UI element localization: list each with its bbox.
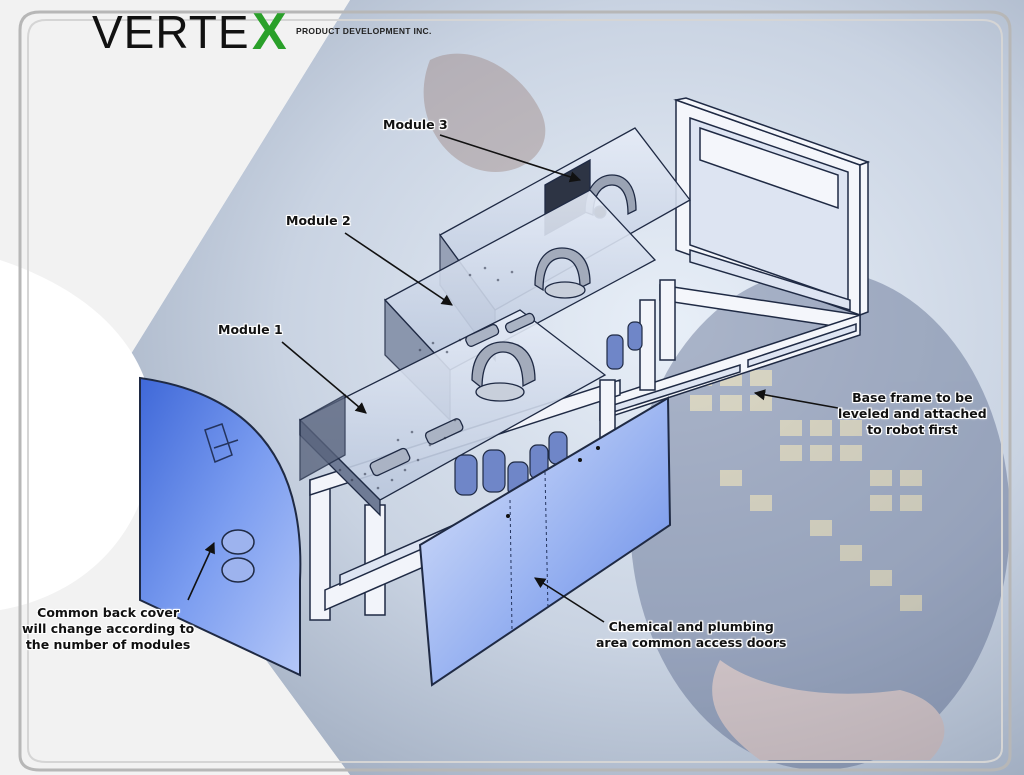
logo-prefix: VERTE (92, 6, 250, 58)
callout-leaders (187, 134, 839, 623)
callout-line: the number of modules (25, 637, 191, 652)
callout-line: to robot first (867, 422, 958, 437)
callout-line: Common back cover (37, 605, 180, 620)
callout-line: Base frame to be (852, 390, 973, 405)
logo-x-letter: X (252, 3, 287, 61)
access-door-panel (418, 396, 672, 687)
wafer-background (423, 53, 1010, 770)
base-frame (599, 97, 871, 422)
callout-access-doors: Chemical and plumbing area common access… (596, 619, 786, 651)
callout-line: Chemical and plumbing (608, 619, 774, 634)
callout-base-frame: Base frame to be leveled and attached to… (838, 390, 987, 438)
back-cover-panel (139, 376, 302, 677)
callout-module-1: Module 1 (218, 322, 283, 337)
logo-subtitle: PRODUCT DEVELOPMENT INC. (296, 26, 432, 36)
chemical-cylinders (454, 321, 643, 497)
callout-module-2: Module 2 (286, 213, 351, 228)
callout-back-cover: Common back cover will change according … (22, 605, 194, 653)
callout-line: leveled and attached (838, 406, 987, 421)
callout-module-3: Module 3 (383, 117, 448, 132)
callout-line: will change according to (22, 621, 195, 636)
module-1-enclosure (298, 309, 607, 517)
vertex-logo: VERTE X PRODUCT DEVELOPMENT INC. (92, 6, 431, 58)
slide-border (18, 10, 1012, 772)
callout-line: area common access doors (596, 635, 787, 650)
